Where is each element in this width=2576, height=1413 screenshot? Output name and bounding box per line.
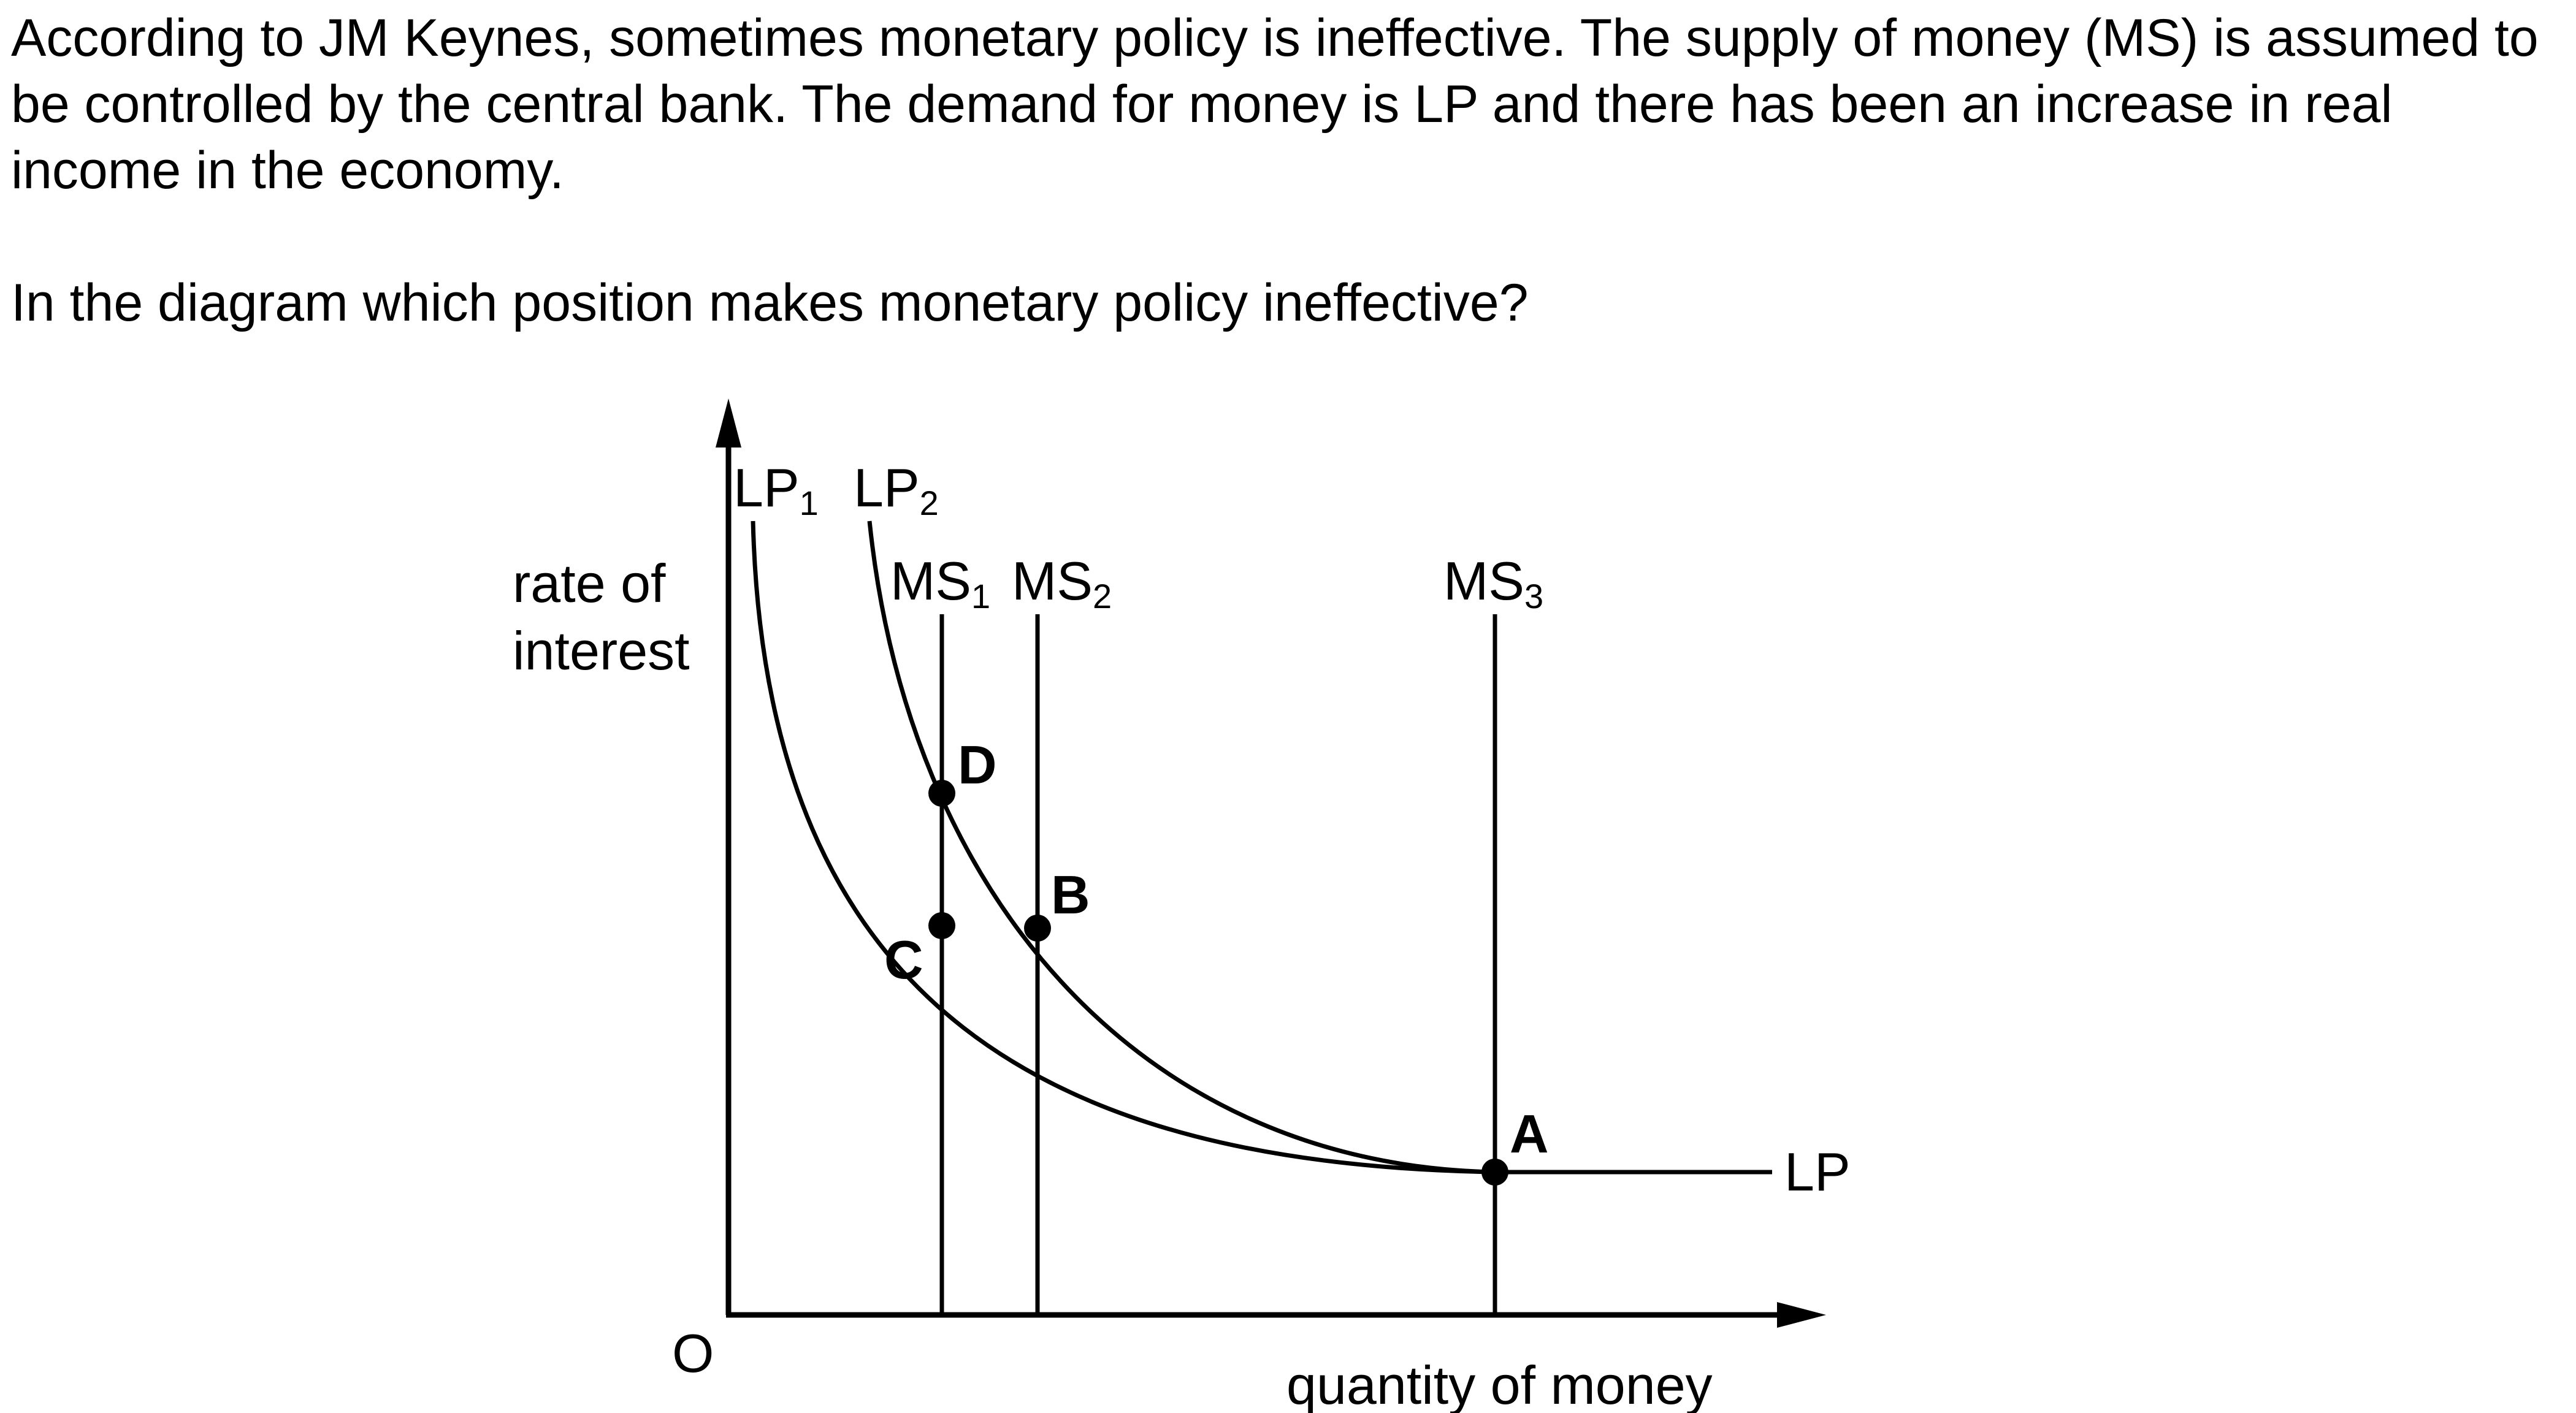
ms2-label-sub: 2 <box>1093 577 1112 615</box>
y-axis-label-line2: interest <box>513 620 690 681</box>
lp1-label-sub: 1 <box>800 484 819 522</box>
point-b-marker <box>1024 915 1051 942</box>
ms1-label: MS1 <box>890 550 990 615</box>
ms2-label-base: MS <box>1012 550 1093 611</box>
lp-horizontal-label: LP <box>1784 1141 1851 1202</box>
ms3-label: MS3 <box>1443 550 1543 615</box>
lp1-label: LP1 <box>733 457 819 522</box>
ms3-label-sub: 3 <box>1524 577 1543 615</box>
lp2-label-base: LP <box>854 457 920 518</box>
ms2-label: MS2 <box>1012 550 1112 615</box>
point-d-marker <box>928 780 955 807</box>
ms1-label-base: MS <box>890 550 971 611</box>
point-c-label: C <box>884 929 923 990</box>
question-text: According to JM Keynes, sometimes moneta… <box>11 5 2556 336</box>
point-b-label: B <box>1051 864 1090 925</box>
lp1-label-base: LP <box>733 457 800 518</box>
x-axis-label: quantity of money <box>1286 1355 1713 1413</box>
ms3-label-base: MS <box>1443 550 1524 611</box>
point-a-marker <box>1481 1159 1508 1186</box>
question-paragraph-2: In the diagram which position makes mone… <box>11 273 1529 332</box>
origin-label: O <box>672 1323 714 1384</box>
question-paragraph-1: According to JM Keynes, sometimes moneta… <box>11 9 2539 200</box>
point-c-marker <box>928 912 955 939</box>
y-axis-arrowhead <box>716 398 741 448</box>
lp2-curve <box>867 520 1496 1175</box>
lp2-label: LP2 <box>854 457 939 522</box>
y-axis-label-line1: rate of <box>513 553 666 614</box>
ms1-label-sub: 1 <box>971 577 990 615</box>
point-d-label: D <box>958 734 997 795</box>
point-a-label: A <box>1510 1103 1549 1164</box>
x-axis-arrowhead <box>1777 1302 1826 1328</box>
lp1-curve <box>751 520 1496 1175</box>
lp2-label-sub: 2 <box>920 484 939 522</box>
